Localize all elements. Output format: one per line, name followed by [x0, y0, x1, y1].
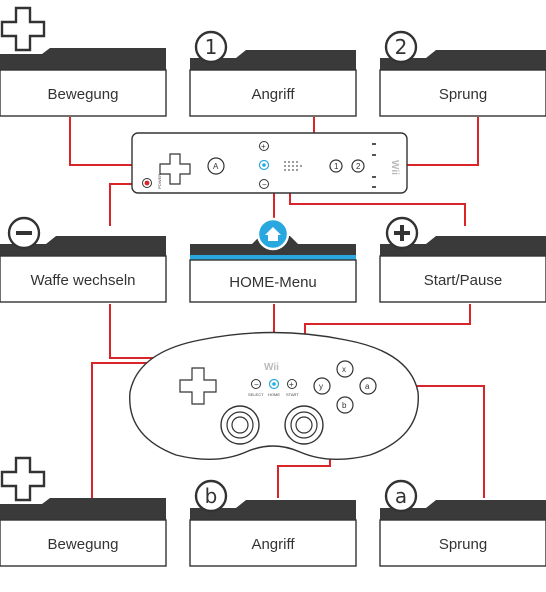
line-top-left [69, 117, 160, 166]
card-top-mid-badge: 1 [205, 35, 218, 59]
card-mid-right-bar [380, 236, 546, 256]
card-bot-right-label: Sprung [439, 536, 487, 553]
card-bot-mid-badge: b [205, 484, 218, 508]
card-mid-right: Start/Pause [379, 216, 546, 303]
wiimote-1-button[interactable] [329, 159, 343, 173]
classic-right-stick[interactable] [284, 405, 324, 445]
classic-x-button[interactable] [336, 360, 354, 378]
b-button-icon [194, 479, 228, 513]
card-mid-mid: HOME-Menu [189, 217, 357, 303]
card-bot-left-box [0, 519, 167, 567]
one-button-icon [194, 30, 228, 64]
card-bot-right-badge: a [395, 484, 407, 508]
card-top-right-label: Sprung [439, 86, 487, 103]
house-glyph [265, 227, 281, 241]
wiimote-2-button[interactable] [351, 159, 365, 173]
a-button-icon [384, 479, 418, 513]
power-icon [144, 180, 150, 186]
wiimote-minus-icon: − [262, 180, 267, 189]
card-bot-mid-bar [190, 500, 356, 520]
card-top-mid-label: Angriff [251, 86, 295, 103]
classic-minus-icon: − [254, 380, 259, 389]
speaker-grille [284, 161, 302, 171]
classic-start-label: START [286, 392, 299, 397]
classic-y-button[interactable] [313, 377, 331, 395]
card-mid-mid-accent [190, 255, 356, 260]
classic-left-stick[interactable] [220, 405, 260, 445]
dpad-icon [0, 6, 46, 52]
card-bot-right: a Sprung [379, 479, 546, 567]
card-mid-left-bar [0, 236, 166, 256]
card-top-right-box [379, 69, 546, 117]
wiimote-2-label: 2 [356, 162, 361, 171]
wiimote-home-icon [262, 163, 266, 167]
card-mid-mid-box [189, 259, 357, 303]
card-bot-left: Bewegung [0, 456, 167, 567]
classic-logo: Wii [264, 362, 279, 373]
classic-start-button[interactable] [287, 379, 297, 389]
minus-glyph [16, 231, 32, 235]
classic-home-label: HOME [268, 392, 280, 397]
classic-select-button[interactable] [251, 379, 261, 389]
card-mid-right-box [379, 255, 546, 303]
card-mid-left: Waffe wechseln [0, 216, 167, 303]
classic-home-icon [272, 382, 276, 386]
wii-remote-body [131, 132, 408, 194]
classic-plus-icon: + [289, 380, 294, 389]
card-bot-mid-box [189, 519, 357, 567]
player-leds [372, 143, 376, 188]
card-bot-mid-label: Angriff [251, 536, 295, 553]
card-bot-mid: b Angriff [189, 479, 357, 567]
card-mid-mid-label: HOME-Menu [229, 274, 317, 291]
wiimote-logo: Wii [389, 160, 400, 175]
wiimote-a-label: A [213, 162, 219, 171]
card-top-left: Bewegung [0, 6, 167, 117]
card-mid-right-label: Start/Pause [424, 272, 502, 289]
wiimote-a-button[interactable] [207, 157, 225, 175]
card-bot-right-bar [380, 500, 546, 520]
classic-a-label: a [365, 382, 370, 391]
classic-b-button[interactable] [336, 396, 354, 414]
wiimote-plus-icon: + [261, 142, 266, 151]
plus-glyph [394, 225, 410, 241]
card-top-mid-box [189, 69, 357, 117]
classic-a-button[interactable] [359, 377, 377, 395]
card-bot-left-bar [0, 498, 166, 520]
dpad-icon [0, 456, 46, 502]
two-button-icon [384, 30, 418, 64]
wii-remote: POWER A + − 1 2 Wii [131, 132, 408, 194]
card-top-left-label: Bewegung [48, 86, 119, 103]
card-top-right-bar [380, 50, 546, 70]
card-mid-left-box [0, 255, 167, 303]
card-bot-left-label: Bewegung [48, 536, 119, 553]
card-top-right-badge: 2 [395, 35, 408, 59]
card-mid-left-label: Waffe wechseln [30, 272, 135, 289]
wiimote-minus-button[interactable] [259, 179, 269, 189]
classic-x-label: x [342, 365, 346, 374]
card-top-mid: 1 Angriff [189, 30, 357, 117]
card-bot-right-box [379, 519, 546, 567]
classic-select-label: SELECT [248, 392, 264, 397]
wiimote-dpad[interactable] [159, 153, 191, 185]
card-top-left-bar [0, 48, 166, 70]
card-top-right: 2 Sprung [379, 30, 546, 117]
classic-controller: Wii − SELECT HOME + START x y a b [129, 331, 419, 461]
power-label: POWER [157, 174, 162, 189]
classic-dpad[interactable] [179, 367, 217, 405]
classic-y-label: y [319, 382, 323, 391]
classic-b-label: b [342, 401, 347, 410]
card-top-left-box [0, 69, 167, 117]
wiimote-plus-button[interactable] [259, 141, 269, 151]
card-top-mid-bar [190, 50, 356, 70]
wiimote-1-label: 1 [334, 162, 339, 171]
